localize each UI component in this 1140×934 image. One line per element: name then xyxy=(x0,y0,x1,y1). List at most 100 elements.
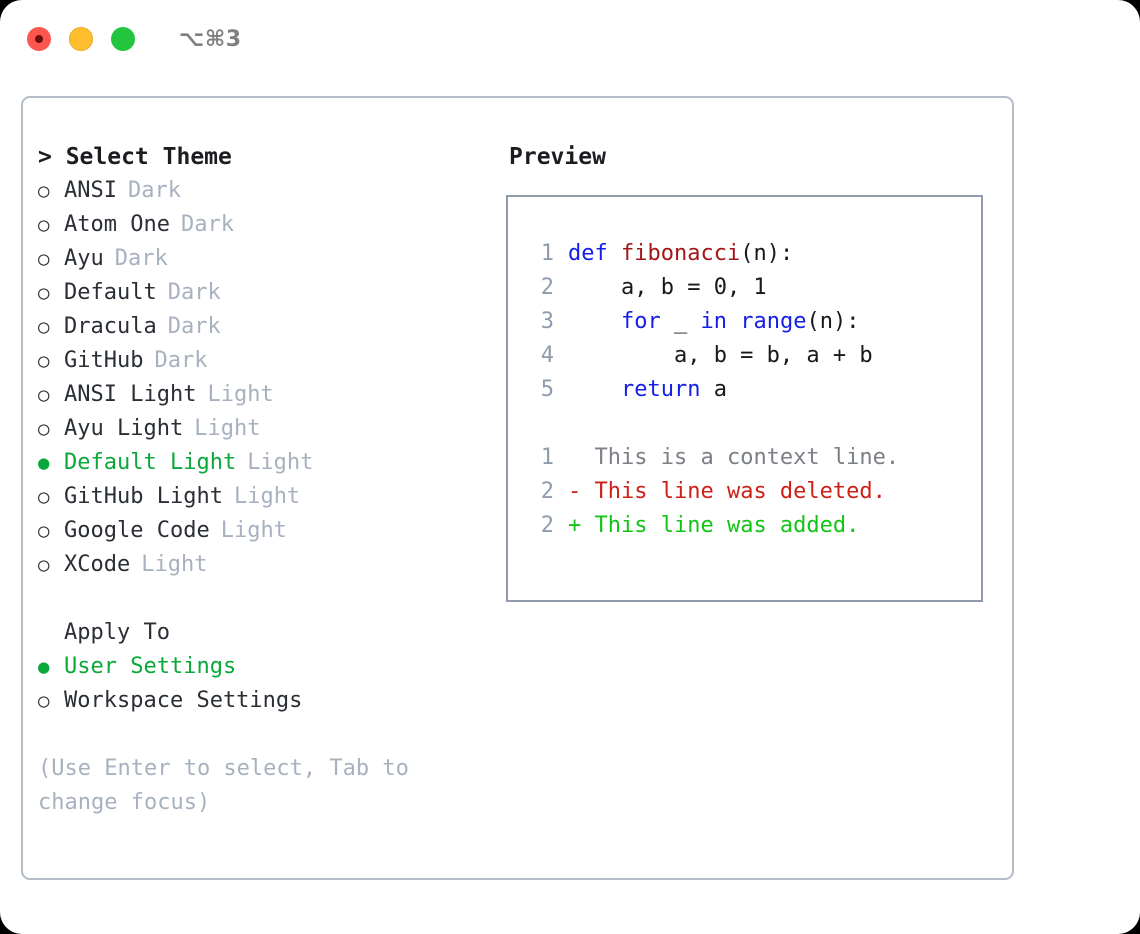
close-dot-icon xyxy=(35,35,43,43)
code-token: fibonacci xyxy=(620,241,741,266)
code-line-text: a, b = b, a + b xyxy=(568,339,873,373)
theme-variant-tag: Dark xyxy=(154,348,208,373)
apply-to-list[interactable]: ● User Settings ○ Workspace Settings xyxy=(38,650,486,718)
code-token: def xyxy=(568,241,621,266)
diff-marker: - xyxy=(568,479,595,504)
code-line-number: 3 xyxy=(540,309,554,334)
zoom-button-icon[interactable] xyxy=(111,27,135,51)
code-line: 2 a, b = 0, 1 xyxy=(524,271,981,305)
code-line-text: for _ in range(n): xyxy=(568,305,859,339)
code-line: 4 a, b = b, a + b xyxy=(524,339,981,373)
apply-to-heading: ○ Apply To xyxy=(38,616,486,650)
diff-line-text: This is a context line. xyxy=(594,445,900,470)
theme-name: Atom One xyxy=(64,212,170,237)
radio-unselected-icon: ○ xyxy=(38,282,50,304)
apply-to-option[interactable]: ○ Workspace Settings xyxy=(38,684,486,718)
radio-unselected-icon: ○ xyxy=(38,248,50,270)
radio-unselected-icon: ○ xyxy=(38,520,50,542)
radio-unselected-icon: ○ xyxy=(38,316,50,338)
radio-selected-icon: ● xyxy=(38,656,50,678)
theme-variant-tag: Dark xyxy=(167,280,221,305)
theme-variant-tag: Dark xyxy=(114,246,168,271)
code-token: _ xyxy=(660,309,701,334)
window-controls xyxy=(27,27,135,51)
code-token: a xyxy=(700,377,727,402)
theme-name: GitHub xyxy=(64,348,144,373)
theme-variant-tag: Light xyxy=(207,382,274,407)
apply-to-bullet-placeholder: ○ xyxy=(38,616,64,650)
diff-line: 2- This line was deleted. xyxy=(524,475,981,509)
radio-unselected-icon: ○ xyxy=(38,486,50,508)
code-token: for xyxy=(620,309,661,334)
theme-list-item[interactable]: ○ Atom One Dark xyxy=(38,208,486,242)
theme-variant-tag: Light xyxy=(194,416,261,441)
apply-to-heading-label: Apply To xyxy=(64,620,170,645)
radio-unselected-icon: ○ xyxy=(38,690,50,712)
apply-to-option[interactable]: ● User Settings xyxy=(38,650,486,684)
code-line: 1 def fibonacci(n): xyxy=(524,237,981,271)
code-token: in xyxy=(700,309,727,334)
theme-name: ANSI Light xyxy=(64,382,197,407)
keyboard-hint-text: (Use Enter to select, Tab to change focu… xyxy=(38,756,409,815)
theme-name: Google Code xyxy=(64,518,210,543)
apply-to-option-label: Workspace Settings xyxy=(64,688,303,713)
code-token: (n): xyxy=(740,241,794,266)
diff-line-number: 1 xyxy=(540,445,554,470)
code-diff-gap xyxy=(524,407,981,441)
code-token: a, b = 0, 1 xyxy=(568,275,767,300)
theme-name: Ayu xyxy=(64,246,104,271)
minimize-button-icon[interactable] xyxy=(69,27,93,51)
theme-list-item[interactable]: ○ Default Dark xyxy=(38,276,486,310)
radio-unselected-icon: ○ xyxy=(38,180,50,202)
code-token: return xyxy=(620,377,701,402)
code-line: 5 return a xyxy=(524,373,981,407)
diff-marker xyxy=(568,441,595,475)
diff-marker: + xyxy=(568,513,595,538)
apply-to-option-label: User Settings xyxy=(64,654,237,679)
theme-name: ANSI xyxy=(64,178,117,203)
theme-name: Default Light xyxy=(64,450,237,475)
code-token xyxy=(727,309,740,334)
code-token: (n): xyxy=(806,309,860,334)
diff-sample: 1 This is a context line.2- This line wa… xyxy=(524,441,981,543)
radio-selected-icon: ● xyxy=(38,452,50,474)
code-token: a, b = b, a + b xyxy=(568,343,873,368)
theme-name: GitHub Light xyxy=(64,484,223,509)
radio-unselected-icon: ○ xyxy=(38,350,50,372)
theme-name: Default xyxy=(64,280,157,305)
keyboard-shortcut-label: ⌥⌘3 xyxy=(179,26,242,52)
theme-name: Ayu Light xyxy=(64,416,184,441)
preview-title: Preview xyxy=(509,144,606,170)
title-bar: ⌥⌘3 xyxy=(0,0,1140,78)
theme-list-item[interactable]: ○ GitHub Dark xyxy=(38,344,486,378)
radio-unselected-icon: ○ xyxy=(38,214,50,236)
diff-line: 2+ This line was added. xyxy=(524,509,981,543)
close-button-icon[interactable] xyxy=(27,27,51,51)
code-line-text: a, b = 0, 1 xyxy=(568,271,767,305)
radio-unselected-icon: ○ xyxy=(38,554,50,576)
theme-list-item[interactable]: ○ Ayu Dark xyxy=(38,242,486,276)
theme-variant-tag: Dark xyxy=(167,314,221,339)
code-line-number: 5 xyxy=(540,377,554,402)
code-line-number: 4 xyxy=(540,343,554,368)
diff-line-number: 2 xyxy=(540,513,554,538)
code-line-number: 1 xyxy=(540,241,554,266)
diff-line: 1 This is a context line. xyxy=(524,441,981,475)
theme-variant-tag: Dark xyxy=(180,212,234,237)
